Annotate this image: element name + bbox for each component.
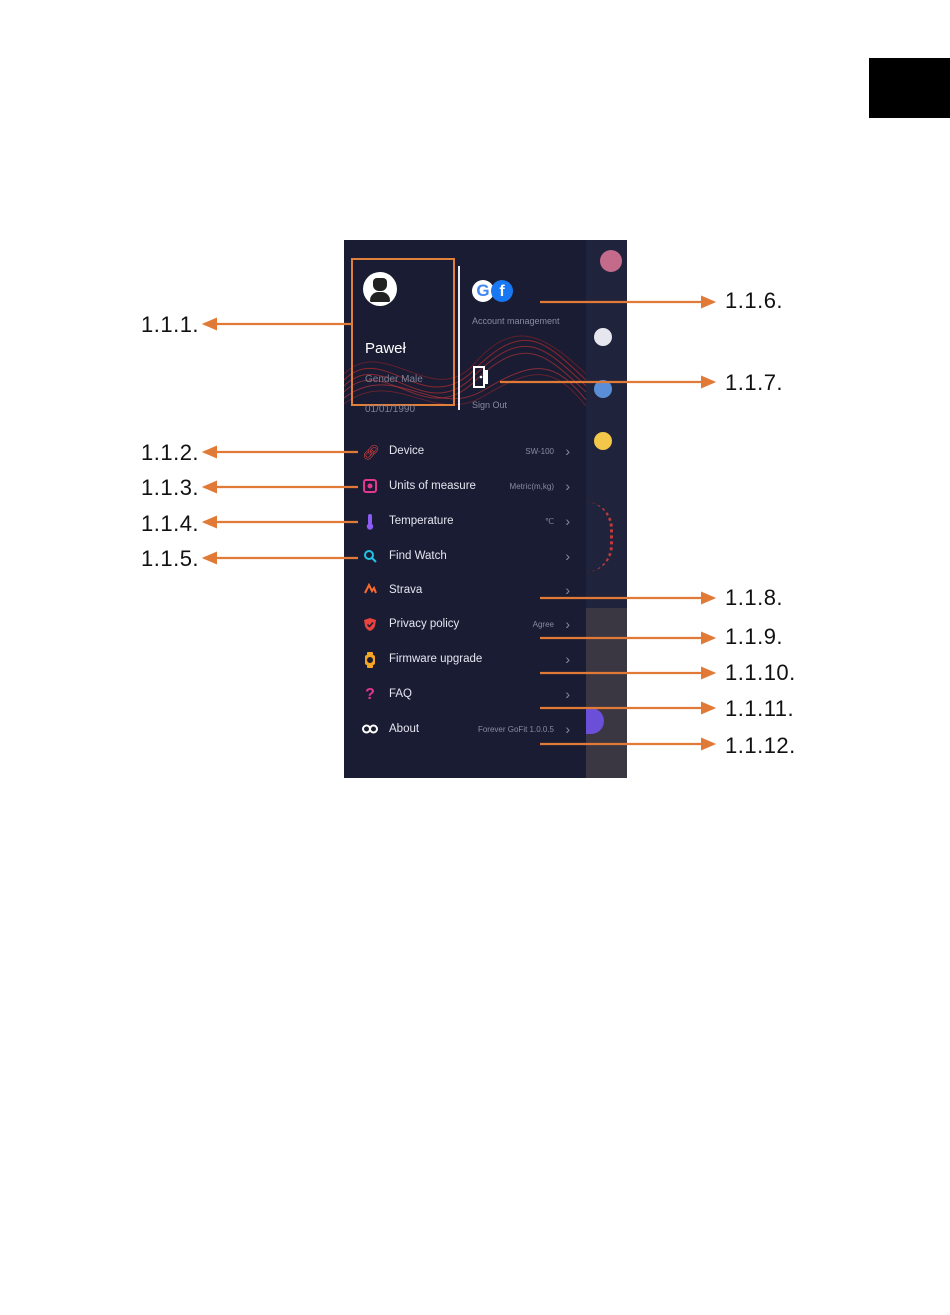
activity-ring xyxy=(586,502,613,572)
chevron-right-icon: › xyxy=(565,548,570,564)
background-photo xyxy=(586,608,627,778)
callout-label-1-1-6: 1.1.6. xyxy=(725,288,784,313)
account-management-button[interactable]: G f xyxy=(472,280,518,306)
menu-item-privacy-policy[interactable]: Privacy policy Agree › xyxy=(344,611,576,641)
chevron-right-icon: › xyxy=(565,651,570,667)
account-management-label: Account management xyxy=(472,316,560,326)
menu-item-label: Strava xyxy=(389,584,423,596)
chevron-right-icon: › xyxy=(565,478,570,494)
chevron-right-icon: › xyxy=(565,582,570,598)
thermometer-icon xyxy=(362,514,378,530)
callout-label-1-1-7: 1.1.7. xyxy=(725,370,784,395)
menu-item-value: SW-100 xyxy=(525,447,554,456)
menu-item-label: FAQ xyxy=(389,688,413,700)
callout-label-1-1-2: 1.1.2. xyxy=(141,440,200,465)
menu-item-label: Firmware upgrade xyxy=(389,653,483,665)
avatar xyxy=(363,272,397,306)
background-app-strip xyxy=(586,240,627,778)
shield-icon xyxy=(362,617,378,633)
header-divider xyxy=(458,266,460,410)
callout-label-1-1-8: 1.1.8. xyxy=(725,585,784,610)
menu-item-value: Metric(m,kg) xyxy=(509,482,554,491)
app-icon xyxy=(594,380,612,398)
menu-item-label: Device xyxy=(389,445,425,457)
avatar-body-icon xyxy=(370,292,390,302)
menu-item-find-watch[interactable]: Find Watch › xyxy=(344,543,576,573)
fab-button xyxy=(586,708,604,734)
callout-label-1-1-9: 1.1.9. xyxy=(725,624,784,649)
chevron-right-icon: › xyxy=(565,513,570,529)
profile-birthdate: 01/01/1990 xyxy=(365,404,416,415)
menu-item-label: Temperature xyxy=(389,515,454,527)
go-logo-icon xyxy=(362,722,378,738)
callout-label-1-1-12: 1.1.12. xyxy=(725,733,796,758)
sign-out-icon[interactable] xyxy=(472,366,490,388)
watch-icon xyxy=(362,652,378,668)
chevron-right-icon: › xyxy=(565,443,570,459)
callout-label-1-1-5: 1.1.5. xyxy=(141,546,200,571)
menu-item-units-of-measure[interactable]: Units of measure Metric(m,kg) › xyxy=(344,473,576,503)
google-icon: G xyxy=(472,280,494,302)
callout-label-1-1-3: 1.1.3. xyxy=(141,475,200,500)
menu-item-label: Units of measure xyxy=(389,480,476,492)
menu-item-value: Agree xyxy=(532,620,554,629)
sign-out-label: Sign Out xyxy=(472,400,508,410)
menu-item-label: Privacy policy xyxy=(389,618,460,630)
question-icon: ? xyxy=(365,686,375,703)
menu-item-value: Forever GoFit 1.0.0.5 xyxy=(477,725,554,734)
menu-item-label: Find Watch xyxy=(389,550,447,562)
menu-item-label: About xyxy=(389,723,420,735)
side-menu-panel: Paweł Gender Male 01/01/1990 G f Account… xyxy=(344,240,586,778)
avatar-head-icon xyxy=(373,278,387,291)
chevron-right-icon: › xyxy=(565,686,570,702)
menu-item-strava[interactable]: Strava › xyxy=(344,577,576,607)
profile-gender: Gender Male xyxy=(365,374,423,385)
callout-label-1-1-1: 1.1.1. xyxy=(141,312,200,337)
chevron-right-icon: › xyxy=(565,721,570,737)
strava-icon xyxy=(362,582,378,599)
ruler-icon xyxy=(362,479,378,495)
callout-label-1-1-10: 1.1.10. xyxy=(725,660,796,685)
callout-label-1-1-4: 1.1.4. xyxy=(141,511,200,536)
callout-label-1-1-11: 1.1.11. xyxy=(725,696,795,721)
profile-card[interactable]: Paweł Gender Male 01/01/1990 xyxy=(351,258,455,415)
chevron-right-icon: › xyxy=(565,616,570,632)
app-icon xyxy=(594,432,612,450)
menu-item-about[interactable]: About Forever GoFit 1.0.0.5 › xyxy=(344,716,576,746)
menu-item-temperature[interactable]: Temperature ℃ › xyxy=(344,508,576,538)
menu-item-value: ℃ xyxy=(545,517,554,526)
menu-item-device[interactable]: 🔗︎ Device SW-100 › xyxy=(344,438,576,468)
app-icon xyxy=(600,250,622,272)
phone-screenshot: Paweł Gender Male 01/01/1990 G f Account… xyxy=(344,240,627,778)
facebook-icon: f xyxy=(491,280,513,302)
menu-item-firmware-upgrade[interactable]: Firmware upgrade › xyxy=(344,646,576,676)
menu-item-faq[interactable]: ? FAQ › xyxy=(344,681,576,711)
profile-name: Paweł xyxy=(365,340,406,357)
page-corner-tab xyxy=(869,58,950,118)
link-icon: 🔗︎ xyxy=(362,444,380,460)
search-icon xyxy=(362,549,378,565)
app-icon xyxy=(594,328,612,346)
